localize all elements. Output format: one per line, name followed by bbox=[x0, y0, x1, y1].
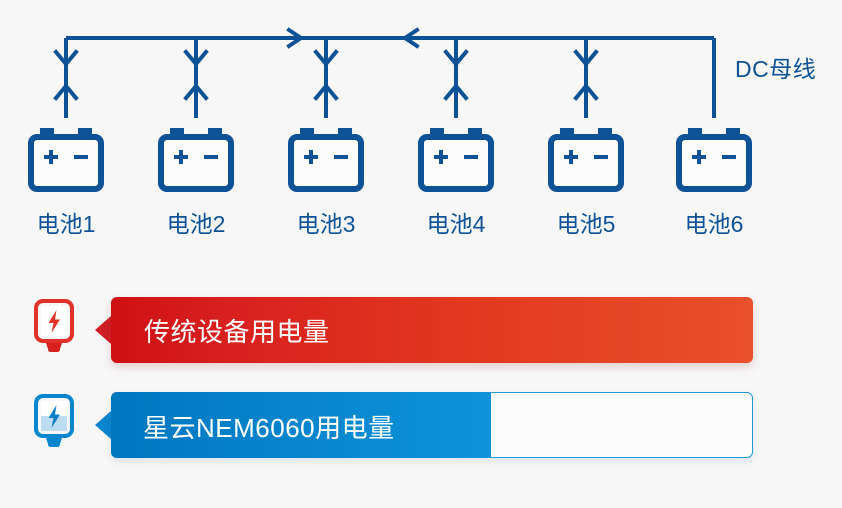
power-device-icon-blue bbox=[34, 394, 74, 447]
leg4-down-arrow-icon bbox=[443, 49, 469, 68]
battery-6-terminal-left bbox=[688, 128, 702, 137]
bus-diagram-svg bbox=[28, 27, 752, 192]
battery-group-4 bbox=[418, 128, 494, 192]
battery-2-terminal-left bbox=[170, 128, 184, 137]
battery-label-4: 电池4 bbox=[426, 211, 486, 237]
nem6060-bar-label: 星云NEM6060用电量 bbox=[143, 412, 395, 443]
leg1-down-arrow-icon bbox=[53, 49, 79, 68]
battery-5-terminal-left bbox=[560, 128, 574, 137]
nem6060-bar-track: 星云NEM6060用电量 bbox=[110, 391, 753, 458]
power-device-icon-red bbox=[34, 299, 74, 352]
battery-group-5 bbox=[548, 128, 624, 192]
battery-group-3 bbox=[288, 128, 364, 192]
nem6060-bar-pointer-icon bbox=[95, 411, 111, 439]
battery-label-1: 电池1 bbox=[36, 211, 96, 237]
battery-1-terminal-left bbox=[40, 128, 54, 137]
leg5-up-arrow-icon bbox=[573, 82, 599, 101]
leg1-up-arrow-icon bbox=[53, 82, 79, 101]
legacy-bar-pointer-icon bbox=[95, 316, 111, 344]
battery-4-terminal-left bbox=[430, 128, 444, 137]
legacy-bar-track: 传统设备用电量 bbox=[111, 297, 753, 363]
bus-arrow-right-icon bbox=[286, 27, 305, 49]
battery-3-body bbox=[288, 134, 364, 192]
battery-1-terminal-right bbox=[78, 128, 92, 137]
bus-arrow-left-icon bbox=[401, 27, 420, 49]
battery-2-body bbox=[158, 134, 234, 192]
nem6060-bar-fill bbox=[110, 391, 492, 458]
battery-5-body bbox=[548, 134, 624, 192]
battery-label-6: 电池6 bbox=[684, 211, 744, 237]
leg5-down-arrow-icon bbox=[573, 49, 599, 68]
battery-4-body bbox=[418, 134, 494, 192]
legacy-consumption-row: 传统设备用电量 bbox=[0, 290, 842, 370]
battery-3-terminal-right bbox=[338, 128, 352, 137]
battery-5-terminal-right bbox=[598, 128, 612, 137]
battery-4-terminal-right bbox=[468, 128, 482, 137]
leg4-up-arrow-icon bbox=[443, 82, 469, 101]
nem6060-consumption-row: 星云NEM6060用电量 bbox=[0, 385, 842, 465]
leg2-up-arrow-icon bbox=[183, 82, 209, 101]
battery-group-6 bbox=[676, 128, 752, 192]
legacy-bar: 传统设备用电量 bbox=[95, 290, 755, 370]
battery-label-2: 电池2 bbox=[166, 211, 226, 237]
battery-2-terminal-right bbox=[208, 128, 222, 137]
battery-group-1 bbox=[28, 128, 104, 192]
leg3-down-arrow-icon bbox=[313, 49, 339, 68]
dc-bus-battery-diagram: DC母线 电池1 电池2 电池3 电池4 电池5 电池6 bbox=[0, 0, 842, 250]
battery-3-terminal-left bbox=[300, 128, 314, 137]
legacy-bar-label: 传统设备用电量 bbox=[144, 316, 330, 347]
battery-6-terminal-right bbox=[726, 128, 740, 137]
nem6060-bar: 星云NEM6060用电量 bbox=[95, 385, 755, 465]
battery-6-body bbox=[676, 134, 752, 192]
battery-label-3: 电池3 bbox=[296, 211, 356, 237]
leg3-up-arrow-icon bbox=[313, 82, 339, 101]
battery-1-body bbox=[28, 134, 104, 192]
battery-label-5: 电池5 bbox=[556, 211, 616, 237]
leg2-down-arrow-icon bbox=[183, 49, 209, 68]
battery-group-2 bbox=[158, 128, 234, 192]
dc-bus-label: DC母线 bbox=[735, 56, 817, 82]
